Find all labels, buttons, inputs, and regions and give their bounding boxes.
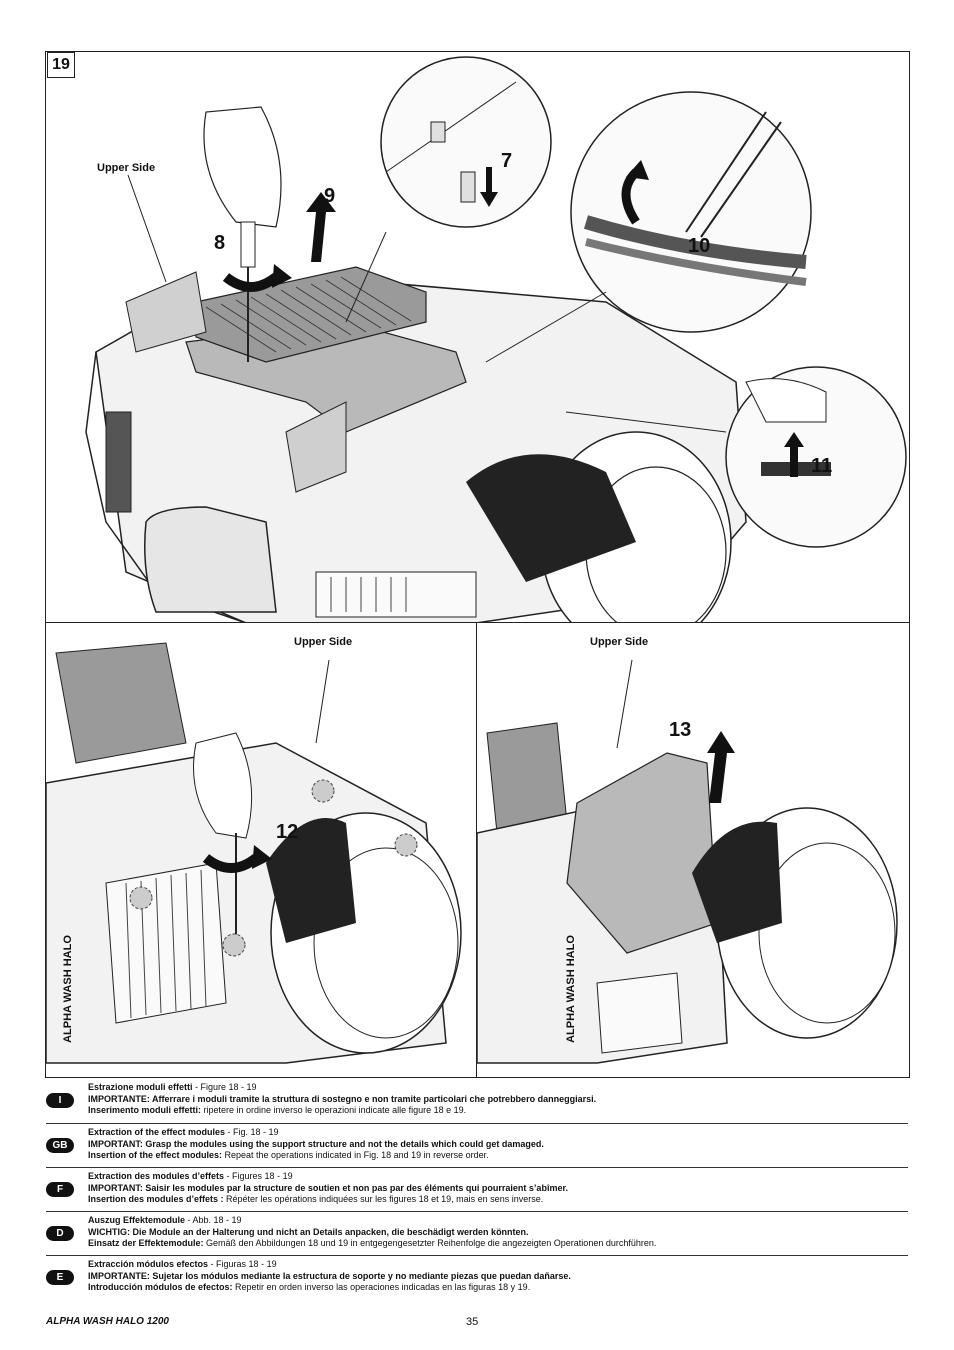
instruction-block-es: E Extracción módulos efectos - Figuras 1… bbox=[46, 1259, 908, 1295]
upper-side-callout-top: Upper Side bbox=[97, 162, 156, 174]
instruction-insert-text-fr: Répéter les opérations indiquées sur les… bbox=[223, 1194, 544, 1204]
upper-side-callout-bottom-left: Upper Side bbox=[294, 636, 353, 648]
page-number: 35 bbox=[466, 1316, 479, 1328]
separator bbox=[46, 1123, 908, 1124]
instruction-important-it: IMPORTANTE: Afferrare i moduli tramite l… bbox=[88, 1093, 597, 1104]
instruction-insert-text-es: Repetir en orden inverso las operaciones… bbox=[232, 1282, 531, 1292]
instruction-block-de: D Auszug Effektemodule - Abb. 18 - 19 WI… bbox=[46, 1215, 908, 1251]
separator bbox=[46, 1211, 908, 1212]
step-7-label: 7 bbox=[501, 150, 512, 172]
instruction-insert-label-gb: Insertion of the effect modules: bbox=[88, 1150, 223, 1160]
lang-badge-it: I bbox=[46, 1093, 74, 1108]
instruction-ref-it: - Figure 18 - 19 bbox=[192, 1082, 257, 1092]
instruction-insert-text-gb: Repeat the operations indicated in Fig. … bbox=[222, 1150, 489, 1160]
fixture-side-label-right: ALPHA WASH HALO bbox=[564, 935, 577, 1043]
instruction-insert-label-de: Einsatz der Effektemodule: bbox=[88, 1238, 204, 1248]
separator bbox=[46, 1255, 908, 1256]
front-screws-removal-illustration: 12 bbox=[46, 642, 462, 1064]
step-13-label: 13 bbox=[669, 719, 691, 741]
instruction-title-it: Estrazione moduli effetti bbox=[88, 1082, 193, 1092]
figure-bottom-left-panel: 12 Upper Side ALPHA WASH HALO bbox=[45, 622, 478, 1078]
upper-side-callout-bottom-right: Upper Side bbox=[590, 636, 649, 648]
separator bbox=[46, 1167, 908, 1168]
figure-top-panel: 7 8 9 10 11 Upper Side bbox=[45, 51, 910, 624]
lang-badge-es: E bbox=[46, 1270, 74, 1285]
instruction-block-it: I Estrazione moduli effetti - Figure 18 … bbox=[46, 1082, 908, 1118]
step-8-label: 8 bbox=[214, 232, 225, 254]
step-12-label: 12 bbox=[276, 821, 298, 843]
instruction-ref-de: - Abb. 18 - 19 bbox=[185, 1215, 242, 1225]
fixture-side-label-left: ALPHA WASH HALO bbox=[61, 935, 74, 1043]
figure-bottom-right-panel: 13 Upper Side ALPHA WASH HALO bbox=[476, 622, 910, 1078]
step-10-label: 10 bbox=[688, 235, 710, 257]
instruction-ref-fr: - Figures 18 - 19 bbox=[224, 1171, 293, 1181]
figure-number: 19 bbox=[47, 52, 75, 78]
module-extraction-illustration: 13 bbox=[477, 659, 898, 1064]
instruction-ref-es: - Figuras 18 - 19 bbox=[208, 1259, 277, 1269]
instruction-insert-label-es: Introducción módulos de efectos: bbox=[88, 1282, 233, 1292]
footer-model-name: ALPHA WASH HALO 1200 bbox=[46, 1316, 169, 1327]
instruction-title-de: Auszug Effektemodule bbox=[88, 1215, 186, 1225]
instruction-insert-text-it: ripetere in ordine inverso le operazioni… bbox=[201, 1105, 467, 1115]
instruction-title-gb: Extraction of the effect modules bbox=[88, 1127, 226, 1137]
step-11-label: 11 bbox=[811, 455, 832, 477]
lang-badge-gb: GB bbox=[46, 1138, 74, 1153]
instruction-ref-gb: - Fig. 18 - 19 bbox=[225, 1127, 279, 1137]
instruction-important-fr: IMPORTANT: Saisir les modules par la str… bbox=[88, 1182, 568, 1193]
instruction-block-fr: F Extraction des modules d’effets - Figu… bbox=[46, 1171, 908, 1207]
instruction-block-gb: GB Extraction of the effect modules - Fi… bbox=[46, 1127, 908, 1163]
lang-badge-fr: F bbox=[46, 1182, 74, 1197]
instruction-title-fr: Extraction des modules d’effets bbox=[88, 1171, 225, 1181]
instruction-important-es: IMPORTANTE: Sujetar los módulos mediante… bbox=[88, 1270, 571, 1281]
instruction-insert-label-fr: Insertion des modules d’effets : bbox=[88, 1194, 224, 1204]
instruction-insert-label-it: Inserimento moduli effetti: bbox=[88, 1105, 202, 1115]
lang-badge-de: D bbox=[46, 1226, 74, 1241]
instruction-insert-text-de: Gemäß den Abbildungen 18 und 19 in entge… bbox=[203, 1238, 657, 1248]
step-9-label: 9 bbox=[324, 185, 335, 207]
instruction-important-gb: IMPORTANT: Grasp the modules using the s… bbox=[88, 1138, 544, 1149]
instruction-title-es: Extracción módulos efectos bbox=[88, 1259, 209, 1269]
instruction-important-de: WICHTIG: Die Module an der Halterung und… bbox=[88, 1226, 529, 1237]
effects-module-removal-illustration: 7 8 9 10 11 bbox=[85, 56, 907, 623]
